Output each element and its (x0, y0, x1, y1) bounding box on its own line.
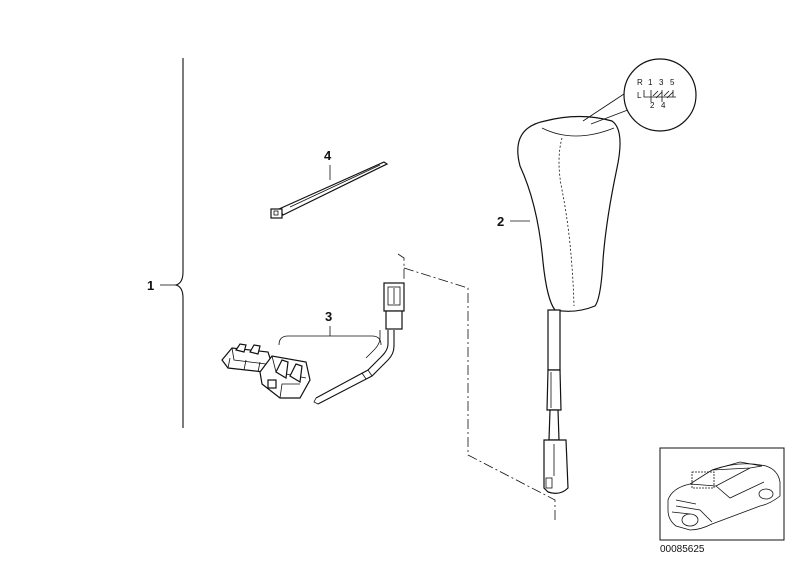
shift-1: 1 (648, 78, 653, 87)
clip-housing (221, 343, 273, 373)
shift-knob: 2 (497, 115, 621, 494)
callout-3-label: 3 (325, 309, 332, 324)
callout-1-label: 1 (147, 278, 154, 293)
callout-3-brace (278, 335, 382, 346)
knob-plug (543, 439, 569, 494)
callout-2-label: 2 (497, 214, 504, 229)
connector-housing (259, 355, 311, 399)
shift-5: 5 (670, 78, 675, 87)
shift-pattern-detail: R 1 3 5 L 2 4 (582, 58, 697, 132)
shift-2: 2 (650, 101, 655, 110)
cable-tie-strap (278, 161, 389, 216)
shift-l: L (637, 91, 642, 100)
shift-r: R (637, 78, 643, 87)
shift-pattern-badge (623, 58, 697, 132)
wire-harness (313, 282, 405, 405)
vehicle-reference-box: 00085625 (659, 447, 785, 555)
vehicle-thumbnail-frame (659, 447, 785, 541)
car-icon (667, 461, 781, 531)
shift-3: 3 (659, 78, 664, 87)
cable-tie-head (270, 208, 283, 219)
shift-4: 4 (661, 101, 666, 110)
callout-4-label: 4 (324, 148, 332, 163)
connection-line (397, 253, 556, 520)
callout-1-group: 1 (147, 58, 184, 428)
knob-body (517, 115, 621, 312)
connector-set: 3 (221, 282, 405, 405)
assembly-bracket (174, 58, 184, 428)
cable-tie: 4 (270, 148, 389, 219)
reference-number: 00085625 (660, 544, 705, 555)
